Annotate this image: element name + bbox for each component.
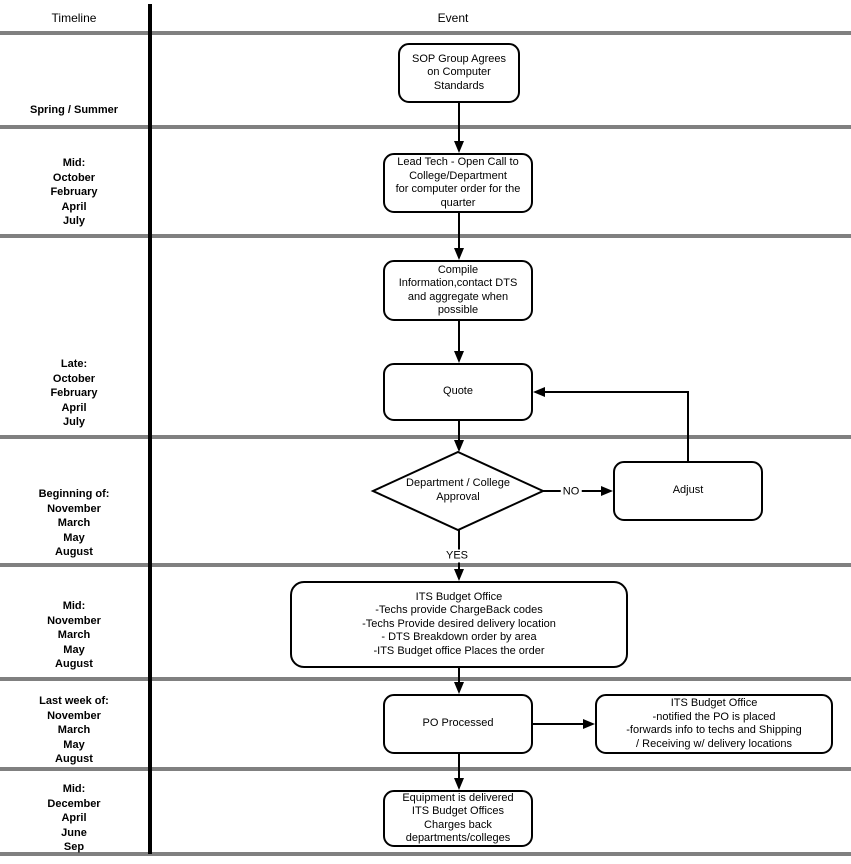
arrowhead [533, 387, 545, 397]
timeline-label-mid-october: Mid: October February April July [50, 157, 98, 227]
arrowhead [601, 486, 613, 496]
arrowhead [454, 440, 464, 452]
node-its-budget-office-notify: ITS Budget Office -notified the PO is pl… [595, 694, 833, 754]
edge-label-yes: YES [443, 549, 471, 563]
timeline-label-last-week-november: Last week of: November March May August [39, 695, 109, 765]
timeline-column-header: Timeline [51, 11, 97, 25]
timeline-label-mid-november: Mid: November March May August [47, 600, 101, 670]
node-compile-information: Compile Information,contact DTS and aggr… [383, 260, 533, 321]
arrowhead [454, 778, 464, 790]
node-po-processed: PO Processed [383, 694, 533, 754]
timeline-label-late-october: Late: October February April July [50, 358, 98, 428]
arrowhead [454, 682, 464, 694]
arrow-adjust-to-quote [543, 391, 689, 461]
arrowhead [454, 248, 464, 260]
arrowhead [454, 141, 464, 153]
timeline-label-spring-summer: Spring / Summer [29, 104, 119, 116]
event-column-header: Event [437, 11, 469, 25]
node-equipment-delivered: Equipment is delivered ITS Budget Office… [383, 790, 533, 847]
node-sop-standards: SOP Group Agrees on Computer Standards [398, 43, 520, 103]
edge-label-no: NO [560, 485, 582, 499]
node-quote: Quote [383, 363, 533, 421]
timeline-label-mid-december: Mid: December April June Sep [47, 783, 101, 853]
decision-department-college-approval: Department / College Approval [406, 477, 510, 503]
timeline-label-beginning-november: Beginning of: November March May August [38, 488, 110, 558]
arrowhead [454, 569, 464, 581]
node-adjust: Adjust [613, 461, 763, 521]
arrowhead [583, 719, 595, 729]
node-its-budget-office-order: ITS Budget Office -Techs provide ChargeB… [290, 581, 628, 668]
decision-diamond-shape [370, 450, 546, 532]
node-lead-tech-open-call: Lead Tech - Open Call to College/Departm… [383, 153, 533, 213]
arrowhead [454, 351, 464, 363]
